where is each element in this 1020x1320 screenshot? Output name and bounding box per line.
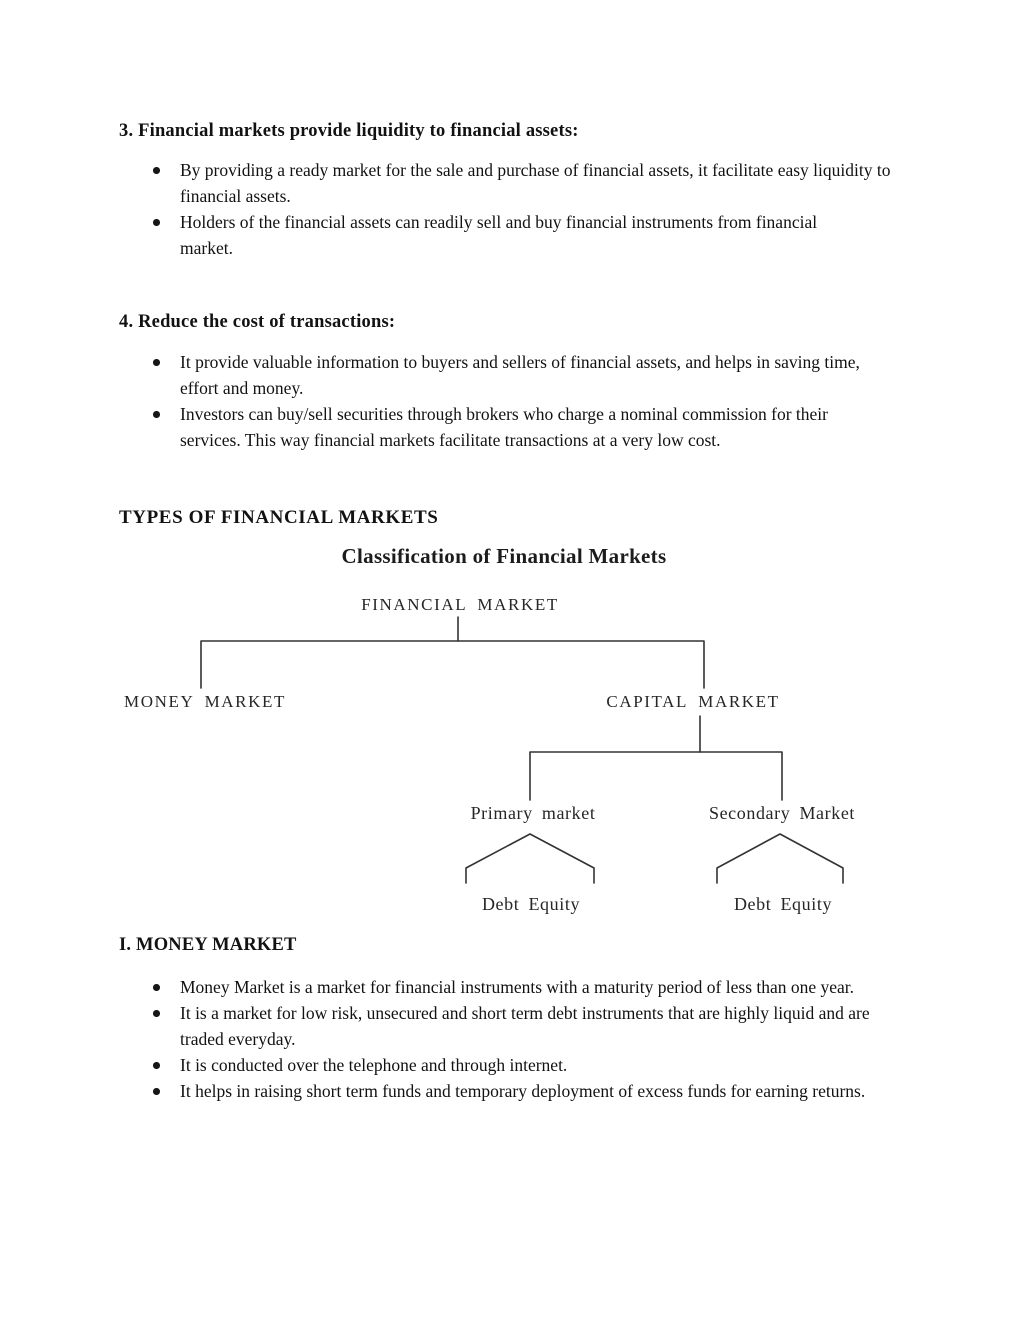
node-capital-market: CAPITAL MARKET xyxy=(606,692,780,711)
diagram-title: Classification of Financial Markets xyxy=(341,544,667,568)
types-of-financial-markets-heading: TYPES OF FINANCIAL MARKETS xyxy=(119,507,439,528)
section-4-heading: 4. Reduce the cost of transactions: xyxy=(119,312,396,332)
node-debt-equity-primary: Debt Equity xyxy=(481,894,581,914)
list-item: Holders of the financial assets can read… xyxy=(153,209,860,261)
list-item: It helps in raising short term funds and… xyxy=(153,1078,925,1104)
section-3-list: By providing a ready market for the sale… xyxy=(119,157,980,261)
tree-connector-lines xyxy=(200,616,844,884)
node-money-market: MONEY MARKET xyxy=(124,692,286,711)
section-4-list: It provide valuable information to buyer… xyxy=(119,349,980,453)
classification-diagram: Classification of Financial Markets FINA… xyxy=(0,540,1020,930)
money-market-list: Money Market is a market for financial i… xyxy=(119,974,980,1104)
node-financial-market: FINANCIAL MARKET xyxy=(361,595,559,614)
list-item: Money Market is a market for financial i… xyxy=(153,974,880,1000)
list-item: Investors can buy/sell securities throug… xyxy=(153,401,885,453)
list-item: By providing a ready market for the sale… xyxy=(153,157,925,209)
list-item: It is conducted over the telephone and t… xyxy=(153,1052,925,1078)
node-secondary-market: Secondary Market xyxy=(708,803,856,823)
section-3-heading: 3. Financial markets provide liquidity t… xyxy=(119,121,579,141)
node-debt-equity-secondary: Debt Equity xyxy=(733,894,833,914)
list-item: It is a market for low risk, unsecured a… xyxy=(153,1000,880,1052)
money-market-heading: I. MONEY MARKET xyxy=(119,935,297,955)
list-item: It provide valuable information to buyer… xyxy=(153,349,880,401)
node-primary-market: Primary market xyxy=(470,803,596,823)
